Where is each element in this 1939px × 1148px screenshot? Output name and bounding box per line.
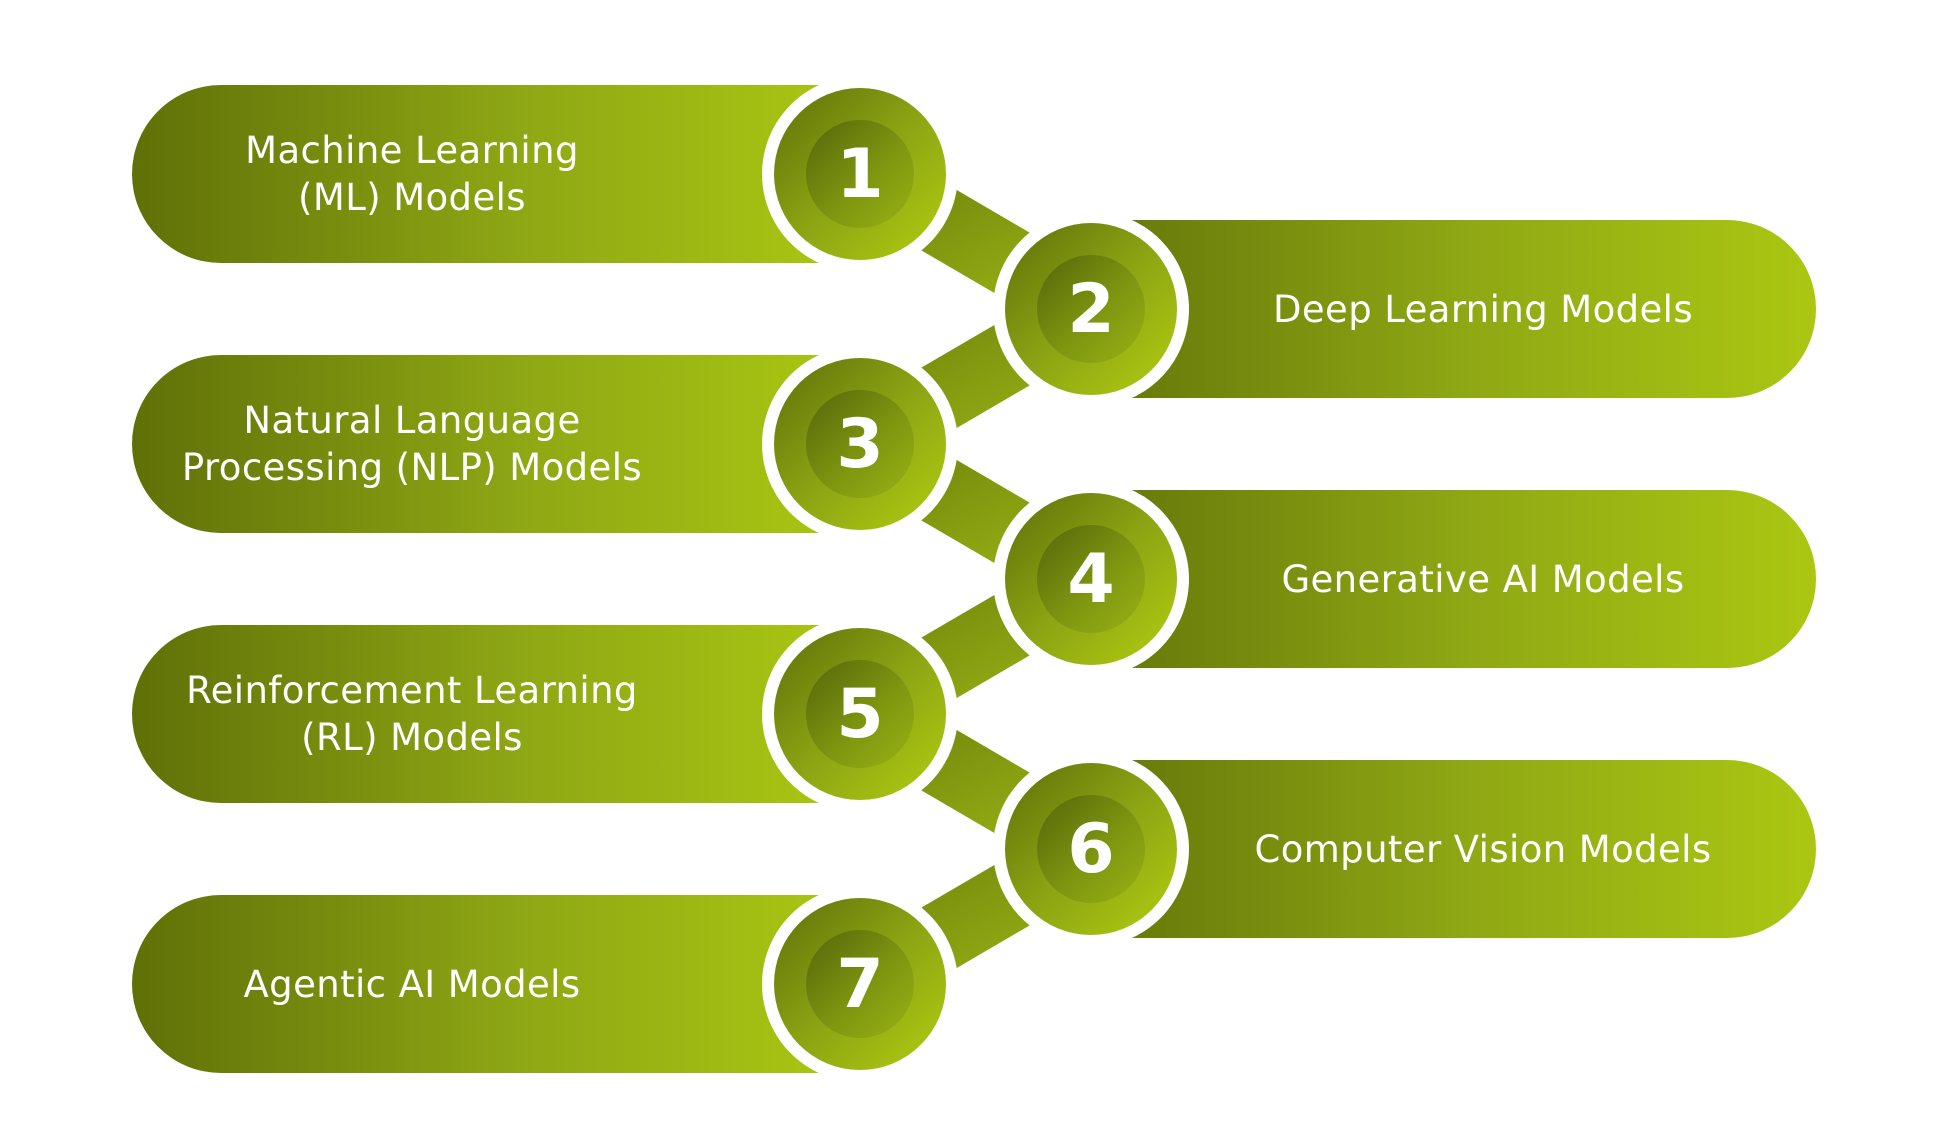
item-5-pill: Reinforcement Learning (RL) Models — [132, 625, 852, 803]
item-6-number: 6 — [1037, 795, 1145, 903]
item-2-label: Deep Learning Models — [1272, 287, 1694, 331]
item-5-number: 5 — [806, 660, 914, 768]
item-3-badge: 3 — [762, 346, 958, 542]
item-4-badge: 4 — [993, 481, 1189, 677]
item-4-number: 4 — [1037, 525, 1145, 633]
item-4-label: Generative AI Models — [1281, 557, 1685, 601]
item-3-number: 3 — [806, 390, 914, 498]
item-7-label: Agentic AI Models — [243, 962, 581, 1006]
item-6-pill: Computer Vision Models — [1050, 760, 1816, 938]
item-3-pill: Natural Language Processing (NLP) Models — [132, 355, 852, 533]
item-2-number: 2 — [1037, 255, 1145, 363]
item-7-badge: 7 — [762, 886, 958, 1082]
item-5-label: Reinforcement Learning (RL) Models — [186, 669, 638, 759]
item-7-number: 7 — [806, 930, 914, 1038]
item-7-pill: Agentic AI Models — [132, 895, 852, 1073]
item-6-badge: 6 — [993, 751, 1189, 947]
item-5-badge: 5 — [762, 616, 958, 812]
item-1-label: Machine Learning (ML) Models — [245, 129, 579, 219]
item-1-number: 1 — [806, 120, 914, 228]
item-2-badge: 2 — [993, 211, 1189, 407]
item-1-pill: Machine Learning (ML) Models — [132, 85, 852, 263]
item-3-label: Natural Language Processing (NLP) Models — [181, 399, 643, 489]
item-6-label: Computer Vision Models — [1254, 827, 1712, 871]
item-1-badge: 1 — [762, 76, 958, 272]
